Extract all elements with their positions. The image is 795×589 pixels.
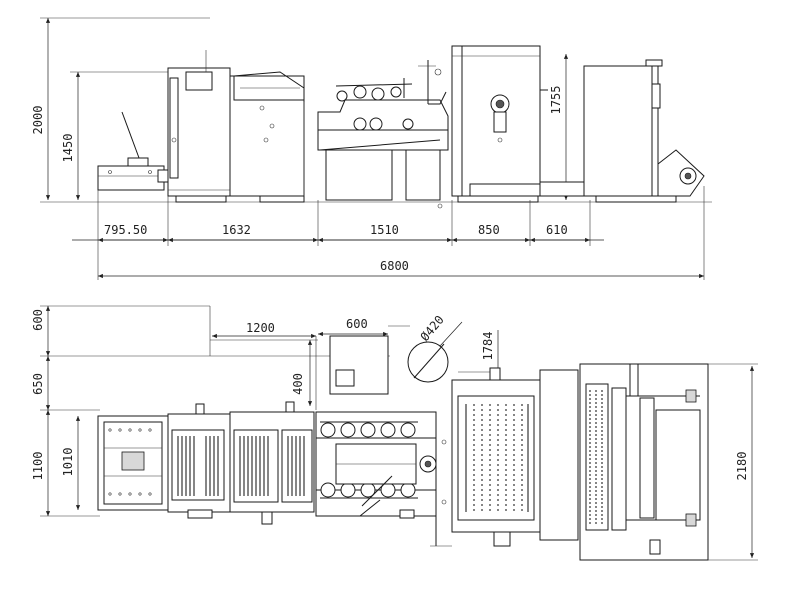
- gluing-unit: [229, 71, 305, 203]
- dim-600-label: 600: [31, 309, 45, 331]
- dim-seg3-label: 1510: [370, 223, 399, 237]
- dim-1784-label: 1784: [481, 332, 495, 361]
- dim-total-label: 6800: [380, 259, 409, 273]
- top-stacking-unit: [579, 363, 709, 561]
- stacking-unit: [583, 59, 705, 203]
- dim-650-label: 650: [31, 373, 45, 395]
- top-gluing-screen: [239, 436, 305, 496]
- printing-unit: [167, 50, 231, 203]
- dim-height-dryer-label: 1755: [549, 86, 563, 115]
- dim-600-top-label: 600: [346, 317, 368, 331]
- forming-section: [317, 60, 449, 209]
- dim-total-length: 6800: [98, 259, 704, 279]
- reel-diameter: Ø420: [407, 313, 463, 383]
- top-feeder-module: [97, 415, 169, 511]
- dim-400-label: 400: [291, 373, 305, 395]
- dim-height-total: 2000: [31, 17, 210, 200]
- dim-2180-label: 2180: [735, 452, 749, 481]
- cutting-unit: [451, 45, 548, 203]
- dim-height-total-label: 2000: [31, 106, 45, 135]
- top-cutting-unit: [451, 367, 579, 547]
- dim-seg5-label: 610: [546, 223, 568, 237]
- side-view: 2000 1450 1755: [31, 17, 712, 280]
- dim-diameter-label: Ø420: [418, 313, 447, 344]
- dim-1100-label: 1100: [31, 452, 45, 481]
- dim-horizontal-chain: 795.50 1632 1510 850 610: [72, 223, 604, 243]
- dim-seg4-label: 850: [478, 223, 500, 237]
- dim-seg2-label: 1632: [222, 223, 251, 237]
- dim-seg1-label: 795.50: [104, 223, 147, 237]
- top-forming-section: [315, 411, 452, 547]
- top-view: 600 650 1100 1010 1200 600 400 Ø420: [31, 305, 758, 561]
- dim-2180: 2180: [708, 363, 758, 561]
- pallet-area: 1200 600 400: [209, 306, 410, 410]
- dim-height-feeder-label: 1450: [61, 134, 75, 163]
- dim-height-dryer: 1755: [549, 54, 569, 200]
- dim-height-feeder: 1450: [61, 71, 168, 200]
- top-cutting-vents: [465, 404, 529, 512]
- roller-gear-group: [335, 78, 413, 102]
- top-lower-rollers: [320, 482, 418, 499]
- top-gluing-module: [229, 401, 315, 525]
- top-printing-module: [167, 403, 231, 519]
- top-upper-rollers: [320, 421, 418, 438]
- dim-1010-label: 1010: [61, 448, 75, 477]
- dim-1200-label: 1200: [246, 321, 275, 335]
- top-printing-screen: [177, 436, 219, 496]
- feeder-table: [97, 111, 169, 191]
